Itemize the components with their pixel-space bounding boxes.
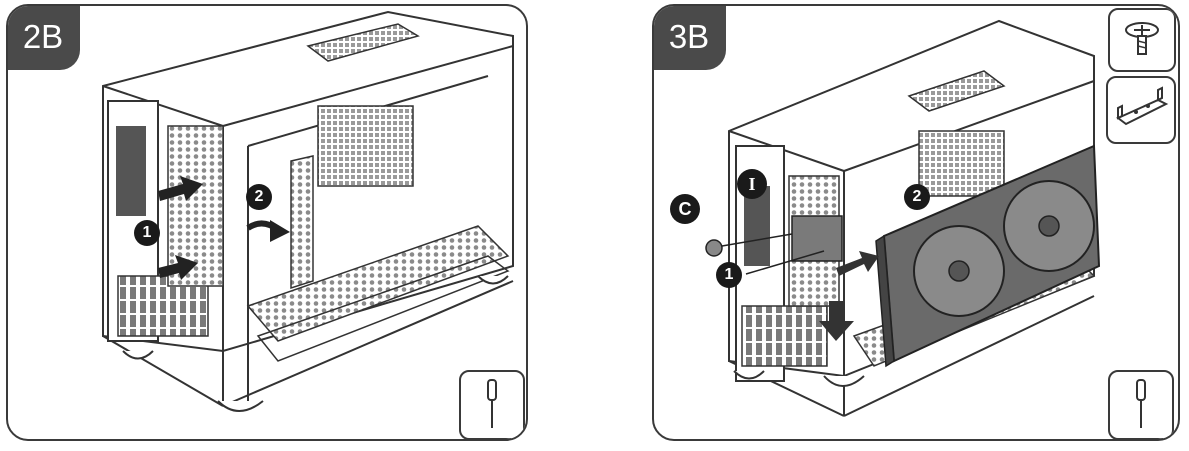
case-foot [477, 275, 509, 285]
callout-2: 2 [246, 184, 272, 210]
case-foot [733, 370, 765, 380]
insert-arrow [158, 176, 203, 201]
remove-arrow-head [270, 220, 290, 242]
insert-arrow [836, 251, 879, 276]
screwdriver-icon [487, 379, 497, 428]
psu-vent-mesh [317, 105, 414, 187]
insert-arrow [158, 255, 198, 280]
callout-2: 2 [904, 184, 930, 210]
step-number-badge: 3B [654, 6, 726, 70]
tool-required-box [1108, 370, 1174, 439]
tool-required-box [459, 370, 525, 439]
case-foot [217, 400, 264, 412]
case-foot [823, 375, 865, 387]
gpu-bracket [791, 215, 843, 262]
screwdriver-icon [1136, 379, 1146, 428]
parts-bracket-box [1106, 76, 1176, 144]
floor-mesh [246, 225, 510, 342]
psu-fan-mesh [306, 23, 420, 62]
expansion-slots [741, 305, 828, 367]
callout-1: 1 [134, 220, 160, 246]
slot-cover-plate [290, 155, 314, 290]
callout-i: I [737, 169, 767, 199]
case-illustration-2b [102, 10, 514, 412]
bracket-icon [1116, 86, 1169, 126]
down-arrow [819, 301, 854, 341]
motherboard-io [744, 186, 770, 266]
screw [705, 239, 723, 257]
motherboard-io [116, 126, 146, 216]
step-2b-panel: 2B 1 2 [6, 4, 528, 441]
case-illustration-3b [705, 19, 1101, 417]
step-number-badge: 2B [8, 6, 80, 70]
case-foot [122, 350, 154, 360]
psu-fan-mesh [907, 70, 1006, 112]
graphics-card [875, 144, 1101, 368]
psu-vent-mesh [918, 130, 1005, 197]
rear-vent-mesh [167, 125, 224, 287]
screw-icon [1125, 22, 1159, 55]
callout-1: 1 [716, 262, 742, 288]
callout-c: C [670, 194, 700, 224]
parts-screw-box [1108, 8, 1176, 72]
step-3b-panel: 3B I C 1 2 [652, 4, 1180, 441]
